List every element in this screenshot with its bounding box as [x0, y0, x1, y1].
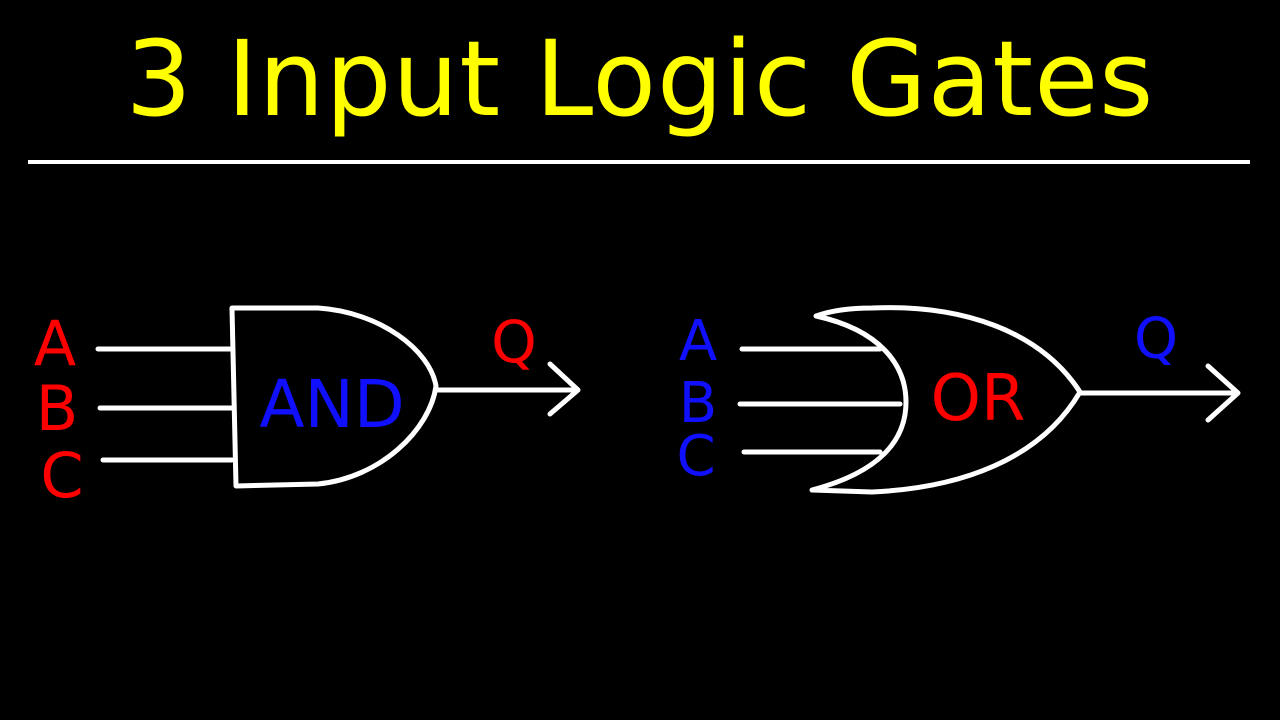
or-gate: A B C OR Q — [676, 305, 1241, 495]
and-gate: A B C AND Q — [34, 305, 581, 512]
and-output-arrowhead — [547, 361, 581, 417]
or-input-c-label: C — [676, 424, 715, 489]
page-title: 3 Input Logic Gates — [125, 18, 1155, 140]
and-gate-body — [229, 305, 439, 489]
or-input-b-label: B — [679, 371, 717, 436]
or-output-label: Q — [1134, 307, 1178, 372]
and-output-label: Q — [491, 308, 537, 376]
and-input-a-label: A — [34, 307, 76, 380]
title-underline — [28, 160, 1250, 164]
or-gate-body — [809, 305, 1083, 495]
and-input-b-label: B — [36, 372, 79, 445]
and-gate-label: AND — [259, 366, 404, 443]
or-output-arrowhead — [1205, 363, 1241, 423]
or-gate-label: OR — [931, 362, 1026, 436]
and-input-c-label: C — [40, 439, 83, 512]
or-input-a-label: A — [679, 309, 717, 374]
